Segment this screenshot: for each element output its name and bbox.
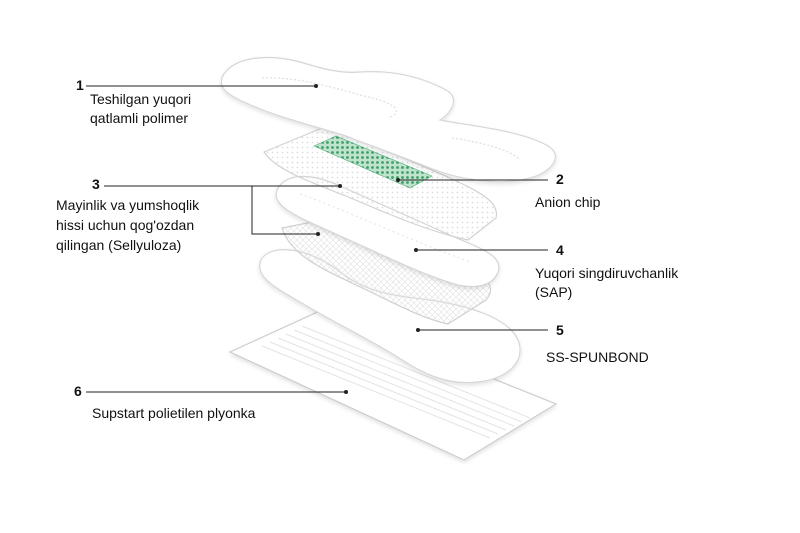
leader-5-dot xyxy=(416,328,420,332)
callout-3-label-line-2: hissi uchun qog'ozdan xyxy=(56,217,195,233)
callout-4-label-line-2: (SAP) xyxy=(535,284,573,300)
leader-3b-dot xyxy=(316,232,320,236)
leader-1-dot xyxy=(314,84,318,88)
callout-5-label-line-1: SS-SPUNBOND xyxy=(546,349,649,365)
callout-4-number: 4 xyxy=(556,242,564,258)
callout-2-label-line-1: Anion chip xyxy=(535,194,601,210)
callout-1-label-line-1: Teshilgan yuqori xyxy=(90,91,192,107)
leader-3a-dot xyxy=(338,184,342,188)
callout-4-label-line-1: Yuqori singdiruvchanlik xyxy=(535,265,679,281)
callout-6-number: 6 xyxy=(74,383,82,399)
layer-1-top-sheet xyxy=(220,56,556,183)
callout-3-label-line-3: qilingan (Sellyuloza) xyxy=(56,237,182,253)
leader-4-dot xyxy=(414,248,418,252)
callout-2-number: 2 xyxy=(556,171,564,187)
leader-3b-line xyxy=(251,186,318,235)
anion-chip-strip xyxy=(313,135,433,189)
layer-6-film xyxy=(228,309,558,461)
callout-1-label-line-2: qatlamli polimer xyxy=(90,110,189,126)
leader-2-dot xyxy=(396,178,400,182)
callout-3-number: 3 xyxy=(92,176,100,192)
leader-6-dot xyxy=(344,390,348,394)
callout-5-number: 5 xyxy=(556,322,564,338)
callout-6-label-line-1: Supstart polietilen plyonka xyxy=(92,405,256,421)
callout-1-number: 1 xyxy=(76,77,84,93)
layer-3-cellulose-upper xyxy=(263,127,498,241)
callout-3-label-line-1: Mayinlik va yumshoqlik xyxy=(56,197,200,213)
